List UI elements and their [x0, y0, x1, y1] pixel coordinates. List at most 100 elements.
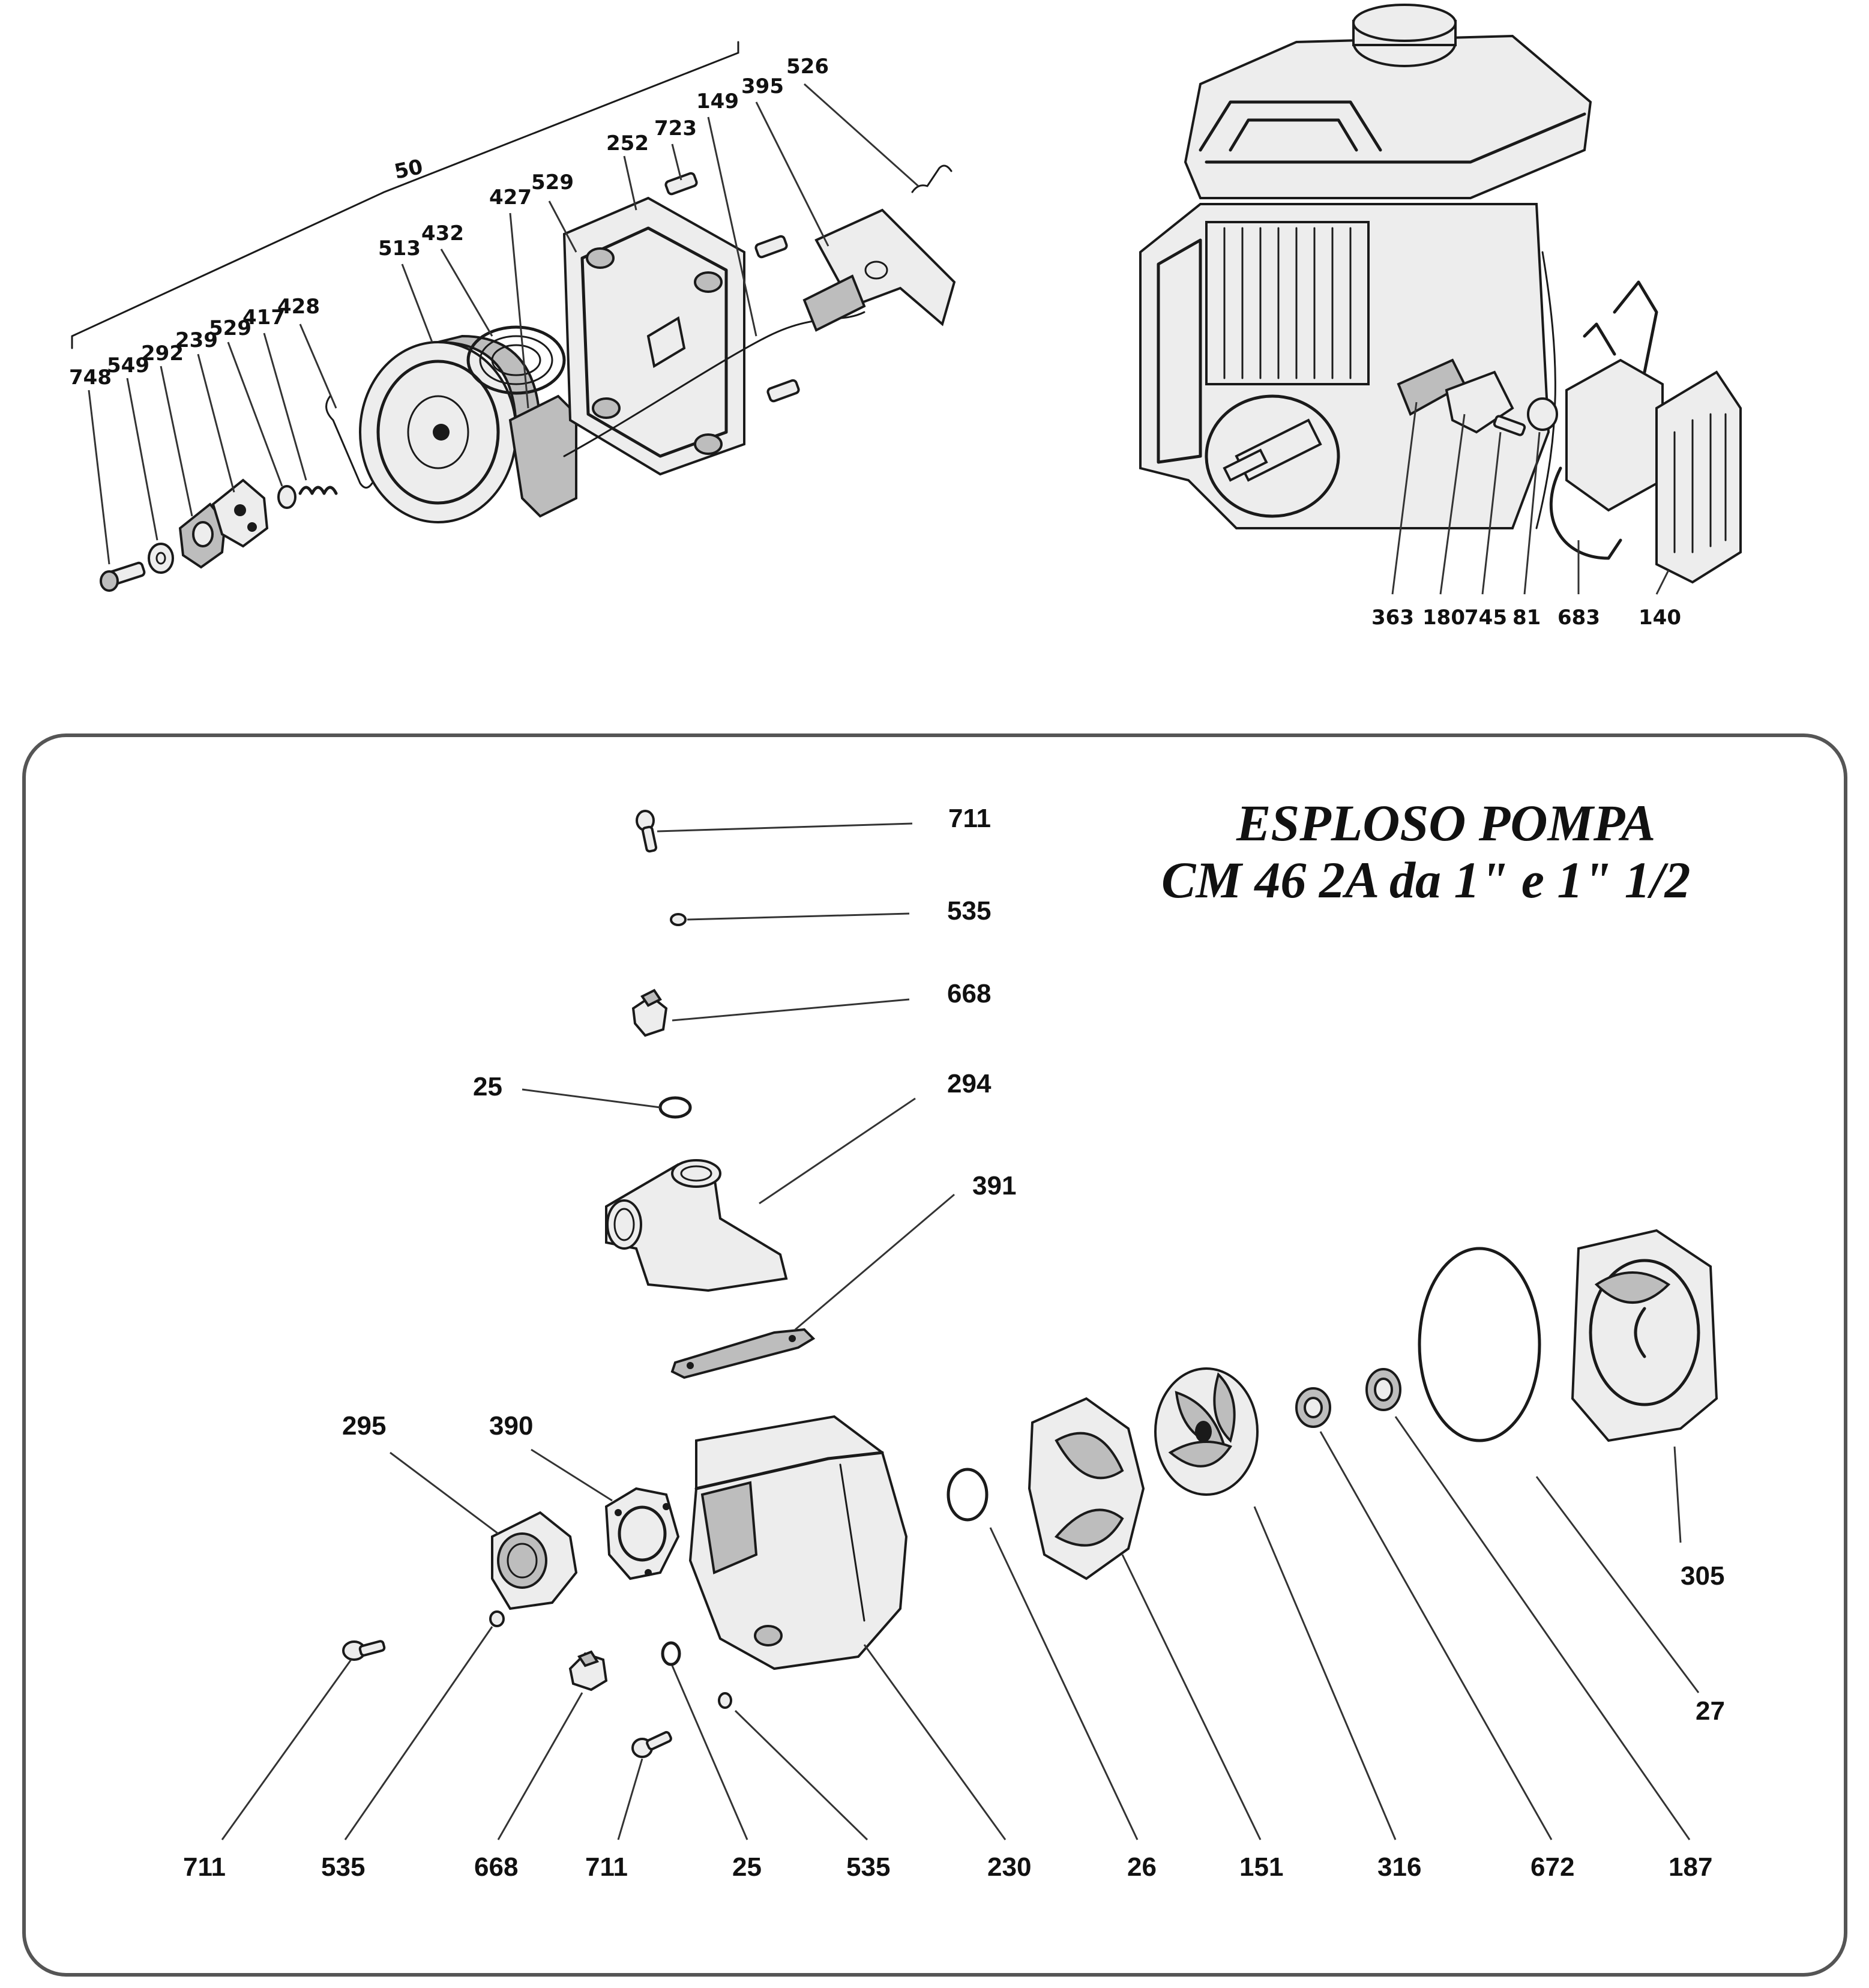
part-535-washer-bottom-left: [489, 1610, 505, 1627]
part-711-screw-bottom-mid: [631, 1730, 672, 1758]
label-668-b: 668: [474, 1852, 518, 1882]
label-711-b2: 711: [585, 1852, 628, 1882]
part-187-seal: [1365, 1368, 1401, 1411]
label-292: 292: [141, 342, 184, 366]
part-683-fuel-hose: [1549, 466, 1622, 560]
recoil-leader-lines: [88, 83, 919, 565]
label-26: 26: [1127, 1852, 1157, 1882]
label-549: 549: [107, 354, 149, 378]
part-432-recoil-spring: [466, 325, 566, 395]
label-316: 316: [1377, 1852, 1421, 1882]
diagram-title-line2: CM 46 2A da 1" e 1" 1/2: [1161, 851, 1691, 909]
label-513: 513: [378, 236, 421, 261]
engine-carburetor-assembly: 363 180 745 81 683 140: [1139, 4, 1742, 630]
part-292-ratchet-plate: [178, 502, 227, 569]
label-535-b1: 535: [321, 1852, 365, 1882]
part-230-pump-body: [688, 1415, 908, 1670]
label-745: 745: [1464, 606, 1507, 630]
engine-body: [1139, 203, 1550, 529]
part-748-screw: [100, 561, 146, 592]
engine-control-cable: [1535, 251, 1556, 529]
label-390: 390: [489, 1411, 533, 1441]
label-529-a: 529: [209, 316, 251, 340]
label-25-top: 25: [473, 1072, 502, 1101]
label-294: 294: [947, 1069, 992, 1098]
label-180: 180: [1422, 606, 1465, 630]
part-395-handle: [802, 208, 956, 332]
part-668-plug-bottom: [568, 1650, 608, 1691]
label-672: 672: [1530, 1852, 1574, 1882]
label-535-b2: 535: [846, 1852, 890, 1882]
part-27-large-oring: [1418, 1247, 1541, 1442]
label-683: 683: [1558, 606, 1600, 630]
label-526: 526: [786, 55, 829, 79]
label-711-top: 711: [948, 804, 991, 833]
part-668-plug-top: [631, 989, 668, 1037]
label-187: 187: [1669, 1852, 1712, 1882]
engine-carry-handle: [1199, 100, 1382, 152]
pump-exploded-view: ESPLOSO POMPA CM 46 2A da 1" e 1" 1/2: [22, 733, 1847, 1977]
part-529-washer: [277, 485, 296, 509]
label-428: 428: [277, 295, 320, 319]
label-391: 391: [972, 1171, 1016, 1200]
label-27: 27: [1696, 1696, 1725, 1726]
label-81: 81: [1512, 606, 1541, 630]
part-390-check-valve: [604, 1487, 680, 1580]
label-230: 230: [987, 1852, 1031, 1882]
part-513-pulley: [359, 334, 542, 523]
part-81-spacer: [1527, 397, 1558, 431]
part-316-impeller: [1154, 1367, 1259, 1496]
part-711-screw-bottom-left: [342, 1640, 386, 1661]
part-carburetor: [1565, 280, 1664, 512]
part-745-screw: [1493, 415, 1526, 436]
part-549-washer: [148, 543, 174, 574]
part-526-rope-end: [911, 164, 953, 193]
part-711-screw-top: [636, 810, 658, 853]
label-529-b: 529: [531, 170, 574, 194]
label-417: 417: [242, 306, 285, 330]
part-239-cam: [211, 478, 269, 548]
label-25-b: 25: [732, 1852, 762, 1882]
part-391-gasket: [670, 1328, 816, 1379]
label-149: 149: [696, 89, 739, 113]
diagram-title-line1: ESPLOSO POMPA: [1236, 794, 1655, 852]
label-305: 305: [1681, 1561, 1724, 1591]
label-239: 239: [175, 328, 218, 352]
part-25-oring-top: [658, 1096, 692, 1119]
part-26-oring: [947, 1468, 989, 1522]
part-535-washer-bottom-mid: [718, 1692, 732, 1709]
label-252: 252: [606, 131, 649, 155]
label-668-top: 668: [947, 979, 991, 1008]
pump-leader-lines: [221, 822, 1700, 1841]
label-723: 723: [654, 116, 697, 140]
part-427-retainer: [508, 394, 577, 518]
label-535-top: 535: [947, 896, 991, 926]
part-305-back-plate: [1571, 1229, 1718, 1442]
part-25-oring-bottom: [661, 1641, 681, 1666]
part-294-elbow-housing: [605, 1159, 788, 1292]
label-151: 151: [1239, 1852, 1283, 1882]
part-417-spring: [298, 486, 338, 495]
label-395: 395: [741, 74, 784, 98]
recoil-starter-assembly: 50: [69, 41, 956, 592]
part-295-suction-flange: [491, 1511, 578, 1610]
engine-fuel-tank: [1184, 4, 1592, 199]
part-151-diffuser: [1028, 1397, 1145, 1580]
group-label-50: 50: [393, 155, 426, 184]
label-427: 427: [489, 185, 532, 209]
pump-frame: [22, 733, 1847, 1977]
part-252-starter-housing: [562, 196, 745, 476]
label-363: 363: [1371, 606, 1414, 630]
engine-leader-lines: [1391, 402, 1670, 595]
label-140: 140: [1639, 606, 1681, 630]
label-711-b1: 711: [183, 1852, 226, 1882]
part-723-screws: [664, 172, 800, 403]
part-428-spring-wire: [325, 395, 373, 489]
label-748: 748: [69, 366, 112, 390]
label-432: 432: [421, 221, 464, 245]
label-295: 295: [342, 1411, 386, 1441]
part-535-washer-top: [670, 913, 687, 926]
part-672-seal: [1295, 1387, 1331, 1428]
group-bracket-50: [71, 41, 739, 349]
